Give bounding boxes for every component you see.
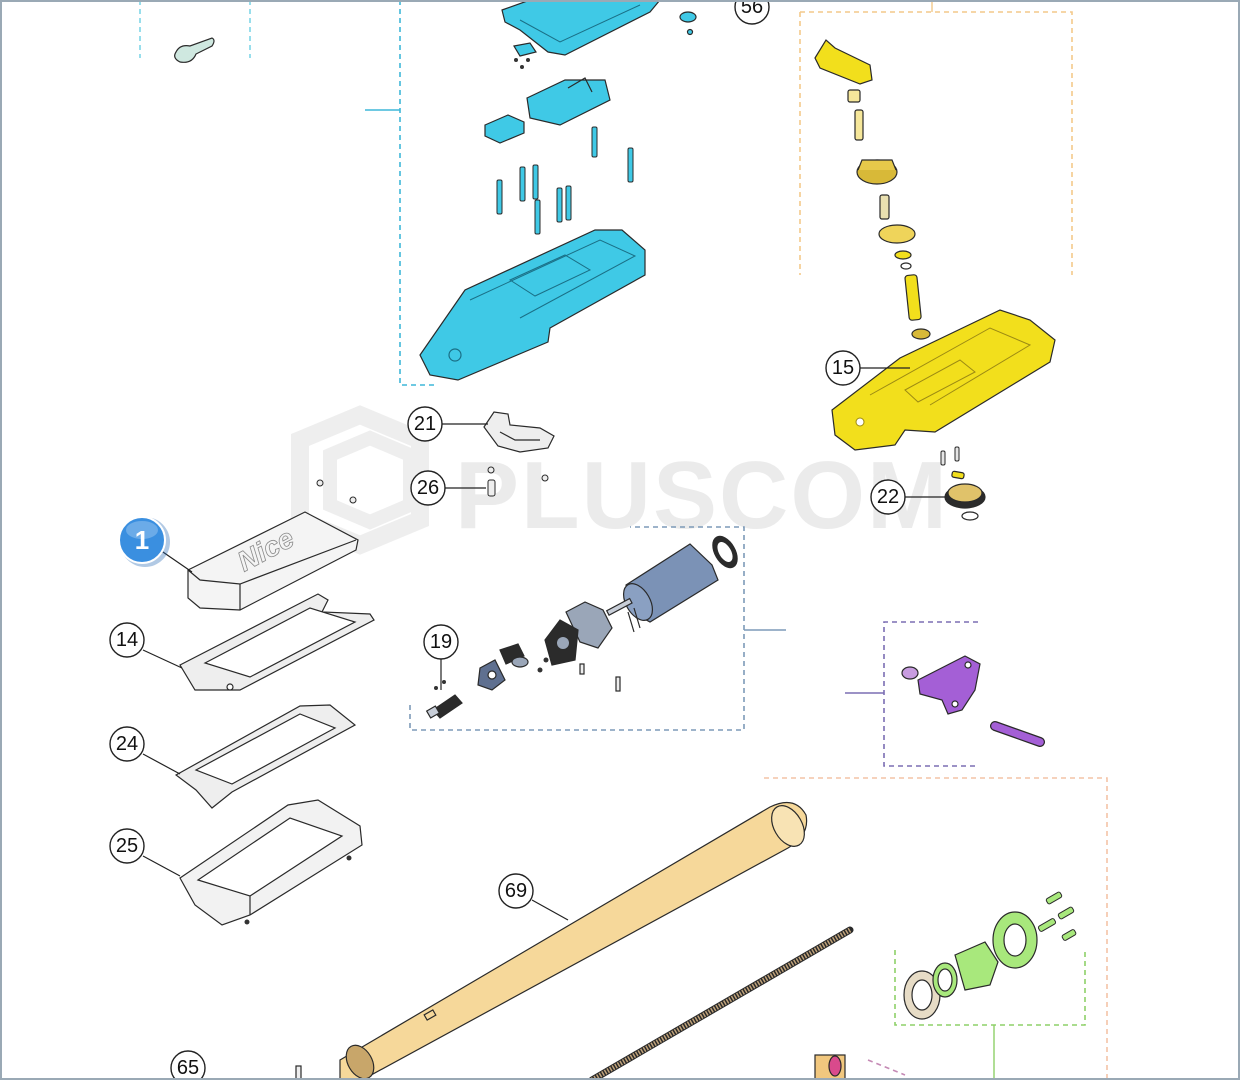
boundary-purple (883, 621, 978, 767)
group-boundaries (139, 0, 1108, 1080)
cover-part: Nice (187, 511, 359, 611)
callout-labels: 56 15 21 26 22 14 19 24 25 69 65 (109, 0, 906, 1080)
boundary-green (894, 950, 1086, 1026)
callout-21: 21 (407, 406, 443, 442)
part-21-bracket (483, 411, 555, 453)
svg-text:19: 19 (430, 631, 452, 653)
svg-text:15: 15 (832, 357, 854, 379)
bottom-bush (814, 1054, 846, 1080)
selected-part-badge[interactable]: 1 (118, 516, 170, 567)
release-key-part (174, 37, 215, 63)
callout-24: 24 (109, 726, 145, 762)
svg-text:26: 26 (417, 477, 439, 499)
leader-lines (142, 367, 945, 921)
housing-25 (179, 799, 363, 926)
part-26-screws (316, 466, 549, 504)
callout-25: 25 (109, 828, 145, 864)
pinion-gear (944, 483, 986, 509)
watermark-text: PLUSCOM (455, 442, 949, 549)
boundary-top-left (139, 0, 251, 58)
cyan-module (526, 79, 611, 126)
green-end-cap-group (903, 891, 1077, 1020)
yellow-housing (831, 309, 1056, 451)
worm-gear (425, 694, 463, 719)
yellow-bracket (814, 39, 873, 85)
boundary-pink (867, 1059, 906, 1076)
svg-text:21: 21 (414, 413, 436, 435)
motor-group (425, 535, 738, 719)
svg-text:24: 24 (116, 733, 138, 755)
cyan-terminal-block (484, 114, 525, 144)
callout-65: 65 (170, 1050, 206, 1080)
svg-text:69: 69 (505, 880, 527, 902)
tube-part (339, 801, 808, 1080)
svg-text:65: 65 (177, 1057, 199, 1079)
callout-69: 69 (498, 873, 534, 909)
boundary-yellow (799, 11, 1073, 275)
purple-pin (991, 722, 1044, 746)
cyan-control-unit-group (419, 0, 697, 381)
callout-15: 15 (825, 350, 861, 386)
svg-text:56: 56 (741, 0, 763, 18)
purple-bracket (917, 655, 981, 715)
cyan-base-tray (419, 229, 646, 381)
boundary-cyan (399, 0, 435, 386)
callout-19: 19 (423, 624, 459, 660)
watermark: PLUSCOM (291, 405, 949, 555)
boundary-orange (764, 777, 1108, 1080)
group-connectors (365, 0, 995, 1080)
callout-22: 22 (870, 479, 906, 515)
svg-text:14: 14 (116, 629, 138, 651)
yellow-gearbox-group (814, 39, 1056, 521)
svg-text:25: 25 (116, 835, 138, 857)
svg-text:22: 22 (877, 486, 899, 508)
threaded-rod (588, 926, 854, 1080)
gasket-14 (179, 593, 375, 691)
yellow-bevel-gear (856, 159, 898, 185)
callout-56: 56 (734, 0, 770, 25)
callout-26: 26 (410, 470, 446, 506)
callout-14: 14 (109, 622, 145, 658)
gasket-24 (174, 704, 357, 809)
selected-badge-label: 1 (135, 525, 149, 555)
purple-bracket-group (901, 655, 1045, 747)
